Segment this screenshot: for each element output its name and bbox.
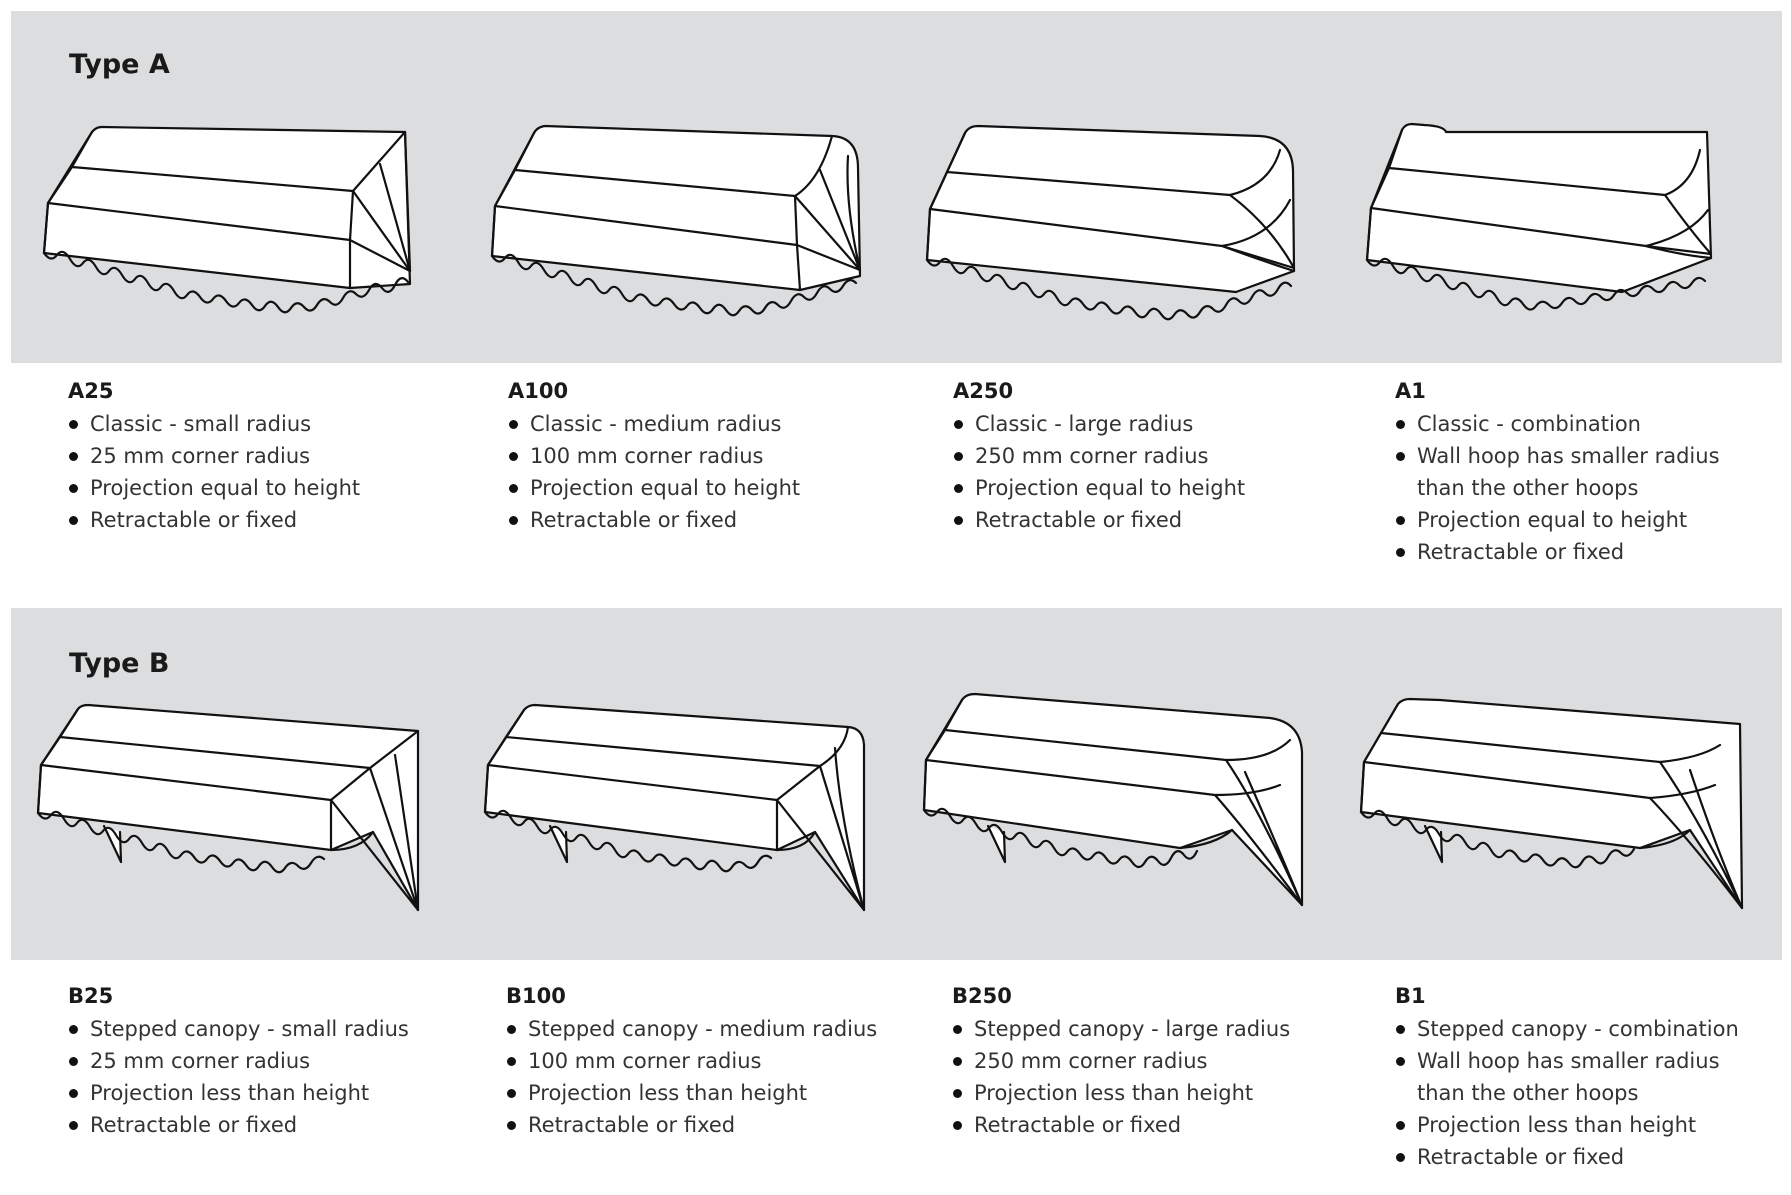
list-item-continuation: than the other hoops — [1417, 1081, 1639, 1105]
awning-a100-icon — [490, 124, 862, 317]
list-item: Classic - small radius — [68, 408, 498, 440]
list-item: Classic - combination — [1395, 408, 1791, 440]
list-item-continuation: than the other hoops — [1417, 476, 1639, 500]
list-item: Stepped canopy - medium radius — [506, 1013, 936, 1045]
list-item: Projection equal to height — [508, 472, 938, 504]
list-item: 100 mm corner radius — [508, 440, 938, 472]
model-code: A250 — [953, 379, 1014, 403]
feature-list: Stepped canopy - large radius 250 mm cor… — [952, 1013, 1382, 1141]
feature-list: Stepped canopy - combination Wall hoop h… — [1395, 1013, 1791, 1173]
list-item: Projection less than height — [952, 1077, 1382, 1109]
list-item: 250 mm corner radius — [953, 440, 1383, 472]
list-item: Retractable or fixed — [68, 504, 498, 536]
model-code: B1 — [1395, 984, 1426, 1008]
list-item: Projection equal to height — [953, 472, 1383, 504]
awning-b25-icon — [36, 703, 420, 912]
list-item: Classic - large radius — [953, 408, 1383, 440]
list-item: Retractable or fixed — [506, 1109, 936, 1141]
list-item: Retractable or fixed — [508, 504, 938, 536]
model-code: A25 — [68, 379, 114, 403]
list-item: Projection equal to height — [68, 472, 498, 504]
model-b250: B250 Stepped canopy - large radius 250 m… — [952, 982, 1382, 1141]
list-item: 25 mm corner radius — [68, 440, 498, 472]
list-item: 250 mm corner radius — [952, 1045, 1382, 1077]
model-code: B100 — [506, 984, 566, 1008]
model-b100: B100 Stepped canopy - medium radius 100 … — [506, 982, 936, 1141]
list-item: Wall hoop has smaller radius — [1395, 1045, 1791, 1077]
model-code: B250 — [952, 984, 1012, 1008]
list-item: Projection less than height — [68, 1077, 498, 1109]
model-b25: B25 Stepped canopy - small radius 25 mm … — [68, 982, 498, 1141]
awning-a25-icon — [42, 125, 412, 314]
list-item: Stepped canopy - combination — [1395, 1013, 1791, 1045]
list-item: Retractable or fixed — [68, 1109, 498, 1141]
list-item: 25 mm corner radius — [68, 1045, 498, 1077]
list-item: Wall hoop has smaller radius — [1395, 440, 1791, 472]
list-item: Retractable or fixed — [953, 504, 1383, 536]
feature-list: Classic - large radius 250 mm corner rad… — [953, 408, 1383, 536]
model-a1: A1 Classic - combination Wall hoop has s… — [1395, 377, 1791, 568]
type-b-title: Type B — [69, 648, 170, 679]
awning-b100-icon — [483, 703, 866, 912]
awning-b250-icon — [922, 692, 1304, 907]
model-code: A1 — [1395, 379, 1426, 403]
list-item: Projection equal to height — [1395, 504, 1791, 536]
list-item: Retractable or fixed — [1395, 536, 1791, 568]
feature-list: Stepped canopy - small radius 25 mm corn… — [68, 1013, 498, 1141]
awning-a1-icon — [1365, 122, 1713, 311]
type-a-title: Type A — [69, 49, 170, 80]
list-item: Retractable or fixed — [1395, 1141, 1791, 1173]
model-a100: A100 Classic - medium radius 100 mm corn… — [508, 377, 938, 536]
feature-list: Classic - medium radius 100 mm corner ra… — [508, 408, 938, 536]
feature-list: Classic - small radius 25 mm corner radi… — [68, 408, 498, 536]
model-a25: A25 Classic - small radius 25 mm corner … — [68, 377, 498, 536]
feature-list: Stepped canopy - medium radius 100 mm co… — [506, 1013, 936, 1141]
list-item: Retractable or fixed — [952, 1109, 1382, 1141]
awning-a250-icon — [925, 124, 1296, 321]
model-b1: B1 Stepped canopy - combination Wall hoo… — [1395, 982, 1791, 1173]
list-item: Stepped canopy - large radius — [952, 1013, 1382, 1045]
list-item: Classic - medium radius — [508, 408, 938, 440]
list-item: Projection less than height — [506, 1077, 936, 1109]
feature-list: Classic - combination Wall hoop has smal… — [1395, 408, 1791, 568]
list-item: Stepped canopy - small radius — [68, 1013, 498, 1045]
model-code: A100 — [508, 379, 569, 403]
model-code: B25 — [68, 984, 114, 1008]
list-item: Projection less than height — [1395, 1109, 1791, 1141]
model-a250: A250 Classic - large radius 250 mm corne… — [953, 377, 1383, 536]
list-item: 100 mm corner radius — [506, 1045, 936, 1077]
awning-b1-icon — [1359, 697, 1744, 910]
